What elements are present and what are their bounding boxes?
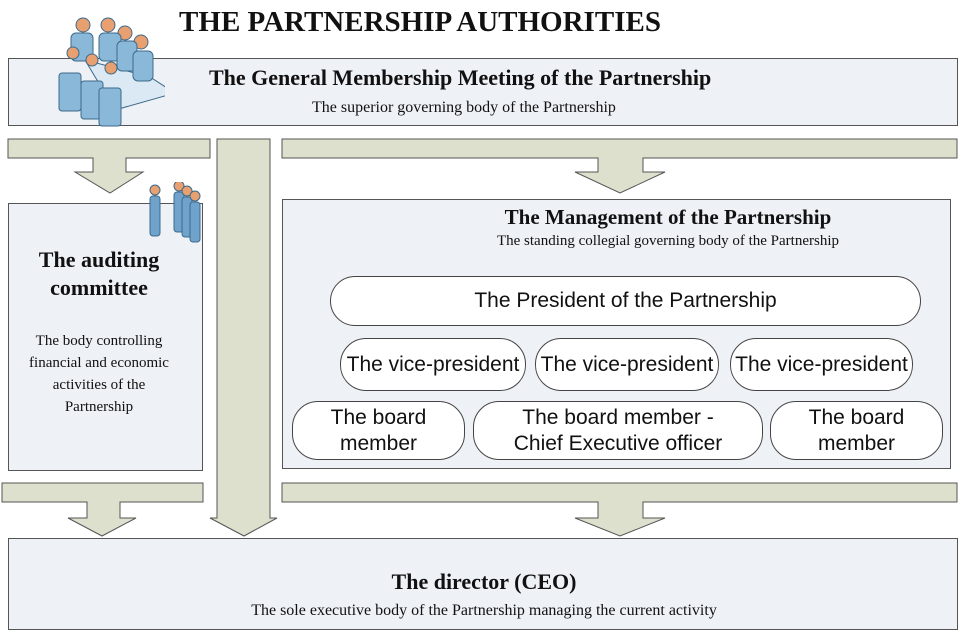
auditing-desc-line: financial and economic	[29, 355, 169, 371]
auditing-desc-line: activities of the	[52, 377, 146, 393]
director-title: The director (CEO)	[391, 569, 577, 594]
board-member-line1: The board	[808, 405, 905, 429]
diagram-title: THE PARTNERSHIP AUTHORITIES	[179, 6, 661, 38]
board-member-line1: The board	[330, 405, 427, 429]
board-member-line1: The board member -	[522, 405, 714, 429]
auditing-title-line2: committee	[50, 275, 148, 300]
arrow-to-auditing	[7, 138, 211, 194]
auditing-desc-line: Partnership	[64, 399, 134, 415]
arrow-management-to-director	[281, 482, 958, 537]
arrow-auditing-to-director	[1, 482, 204, 537]
auditing-committee-box: The auditing committee The body controll…	[8, 203, 203, 471]
board-member-line2: member	[339, 431, 418, 455]
arrow-to-management	[281, 138, 958, 194]
board-member-node: The board member	[292, 401, 465, 460]
president-node: The President of the Partnership	[330, 276, 921, 326]
vice-president-node: The vice-president	[730, 338, 913, 391]
general-meeting-box: The General Membership Meeting of the Pa…	[8, 58, 958, 126]
general-meeting-subtitle: The superior governing body of the Partn…	[312, 99, 616, 116]
board-member-ceo-node: The board member - Chief Executive offic…	[473, 401, 763, 460]
people-group-icon	[149, 182, 201, 243]
general-meeting-title: The General Membership Meeting of the Pa…	[209, 65, 712, 90]
director-subtitle: The sole executive body of the Partnersh…	[251, 602, 717, 619]
board-member-line2: member	[817, 431, 896, 455]
arrow-vertical-to-director	[209, 138, 278, 537]
management-title: The Management of the Partnership	[504, 205, 832, 229]
management-subtitle: The standing collegial governing body of…	[496, 233, 839, 249]
vice-president-node: The vice-president	[535, 338, 719, 391]
auditing-title-line1: The auditing	[38, 247, 160, 272]
vice-president-node: The vice-president	[340, 338, 526, 391]
director-box: The director (CEO) The sole executive bo…	[8, 538, 958, 630]
board-member-line2: Chief Executive officer	[513, 431, 723, 455]
board-member-node: The board member	[770, 401, 943, 460]
auditing-desc-line: The body controlling	[35, 333, 163, 349]
meeting-table-icon	[58, 17, 165, 127]
